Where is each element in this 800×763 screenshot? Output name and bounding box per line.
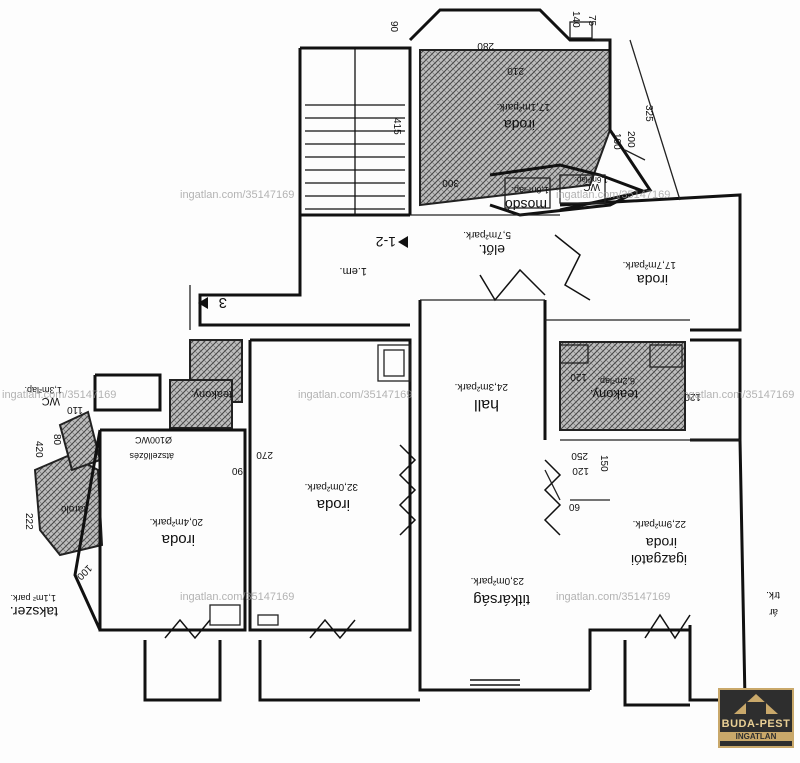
logo-bottom-text: INGATLAN	[720, 732, 792, 741]
room-mosdo-name: mosdó	[505, 197, 547, 213]
room-igazgatoi-name2: iroda	[646, 535, 677, 551]
dim-110: 110	[67, 404, 83, 415]
dim-420: 420	[33, 441, 44, 458]
stair-marker-label: 3	[219, 294, 227, 311]
dim-150: 150	[598, 455, 609, 472]
hall-left-wall	[418, 300, 590, 692]
stair-flight-arrow-icon	[398, 236, 408, 248]
room-wc-left-area: 1,3m²lap.	[24, 385, 62, 395]
dim-80: 80	[51, 434, 62, 446]
room-taroló-name: tároló	[61, 503, 86, 514]
dim-60: 60	[568, 501, 580, 512]
room-titkarsag-area: 23,0m²park.	[471, 575, 524, 586]
dim-270: 270	[256, 449, 273, 460]
room-hall-area: 24,3m²park.	[455, 381, 508, 392]
room-eloter-area: 5,7m²park.	[463, 229, 511, 240]
stairs	[305, 48, 405, 215]
dim-120a: 120	[570, 371, 587, 382]
room-iroda-left-area: 20,4m²park.	[150, 516, 203, 527]
bottom-bay-right	[623, 640, 690, 707]
bottom-bay-left	[143, 640, 222, 702]
stair-level-label: 1.em.	[339, 265, 367, 277]
room-wc-top-name: WC	[583, 181, 600, 192]
room-teakonyha-right-area: 6,2m²lap.	[597, 376, 635, 386]
dim-90: 90	[388, 21, 399, 33]
windows	[164, 234, 691, 686]
left-outer-wall	[73, 429, 102, 631]
wc-pipe-label: Ø100WC	[134, 435, 172, 445]
left-office-outline	[98, 428, 247, 632]
dim-415: 415	[391, 118, 402, 135]
logo-top-text: BUDA-PEST	[721, 718, 791, 730]
watermark-3: ingatlan.com/35147169	[2, 389, 116, 401]
outer-wall-top	[300, 46, 412, 215]
room-takszer-name: takszer.	[10, 604, 58, 620]
hatched-areas	[33, 49, 686, 557]
watermark-7: ingatlan.com/35147169	[556, 591, 670, 603]
right-lower-wall	[688, 439, 747, 702]
room-iroda-center-area: 32,0m²park.	[305, 481, 358, 492]
dim-75: 75	[586, 15, 597, 27]
room-iroda-top-name: iroda	[504, 117, 535, 133]
trk-label: trk.	[766, 589, 780, 600]
watermark-6: ingatlan.com/35147169	[180, 591, 294, 603]
stair-marker-arrow-icon	[198, 297, 208, 309]
room-iroda-left-name: iroda	[161, 531, 195, 548]
titkarsag-outline	[588, 628, 690, 690]
logo-house-icon	[746, 702, 766, 714]
watermark-4: ingatlan.com/35147169	[298, 389, 412, 401]
left-wc-hatch	[169, 379, 233, 429]
stair-flight-label: 1-2	[376, 234, 396, 250]
dim-280: 280	[477, 40, 494, 51]
right-upper-wall	[559, 193, 742, 332]
watermark-2: ingatlan.com/35147169	[556, 189, 670, 201]
dim-200: 200	[625, 131, 636, 148]
dim-250: 250	[571, 450, 588, 461]
ar-label: ár	[768, 606, 778, 617]
room-mosdo-area: 1,6m²lap.	[511, 185, 549, 195]
budapest-ingatlan-logo: BUDA-PEST INGATLAN	[718, 688, 794, 748]
room-igazgatoi-name: igazgatói	[631, 552, 687, 568]
dim-90b: 90	[231, 465, 243, 476]
room-iroda-right-area: 17,7m²park.	[623, 259, 676, 270]
room-takszer-area: 1,1m² park.	[10, 593, 56, 603]
right-kitchen-hatch	[559, 341, 686, 431]
dim-120b: 120	[684, 391, 701, 402]
room-iroda-right-name: iroda	[637, 272, 668, 288]
room-hall-name: hall	[474, 396, 499, 413]
interior-lines	[189, 21, 740, 626]
dim-222: 222	[23, 513, 34, 530]
room-wc-top-area: 1,6m²lap.	[575, 175, 608, 184]
watermarks: ingatlan.com/35147169 ingatlan.com/35147…	[2, 189, 794, 603]
misc-labels: 1.em. 1-2 3 átszellőzés Ø100WC trk. ár	[129, 234, 780, 617]
stair-landing	[198, 215, 410, 327]
watermark-5: ingatlan.com/35147169	[680, 389, 794, 401]
room-eloter-name: előt.	[479, 242, 505, 258]
walls	[73, 8, 747, 707]
center-office-outline	[248, 338, 412, 632]
dim-300: 300	[442, 177, 459, 188]
atszellozes-label: átszellőzés	[129, 451, 174, 461]
room-wc-left-name: WC	[42, 395, 60, 407]
dim-100: 100	[611, 133, 622, 150]
room-iroda-center-name: iroda	[316, 496, 350, 513]
dim-210: 210	[507, 65, 524, 76]
bottom-bay-center	[258, 640, 420, 702]
dim-325: 325	[643, 105, 654, 122]
room-igazgatoi-area: 22,9m²park.	[633, 518, 686, 529]
dim-120c: 120	[572, 465, 589, 476]
watermark-1: ingatlan.com/35147169	[180, 189, 294, 201]
room-teakonyha-left-name: teakony.	[191, 388, 232, 400]
left-top-wall	[93, 373, 162, 412]
room-teakonyha-right-name: teakony.	[590, 387, 638, 402]
dim-140: 140	[570, 11, 581, 28]
room-iroda-top-area: 17,1m²park.	[497, 101, 550, 112]
room-titkarsag-name: titkárság	[473, 591, 530, 608]
room-labels: iroda 17,1m²park. előt. 5,7m²park. mosdó…	[10, 101, 687, 620]
